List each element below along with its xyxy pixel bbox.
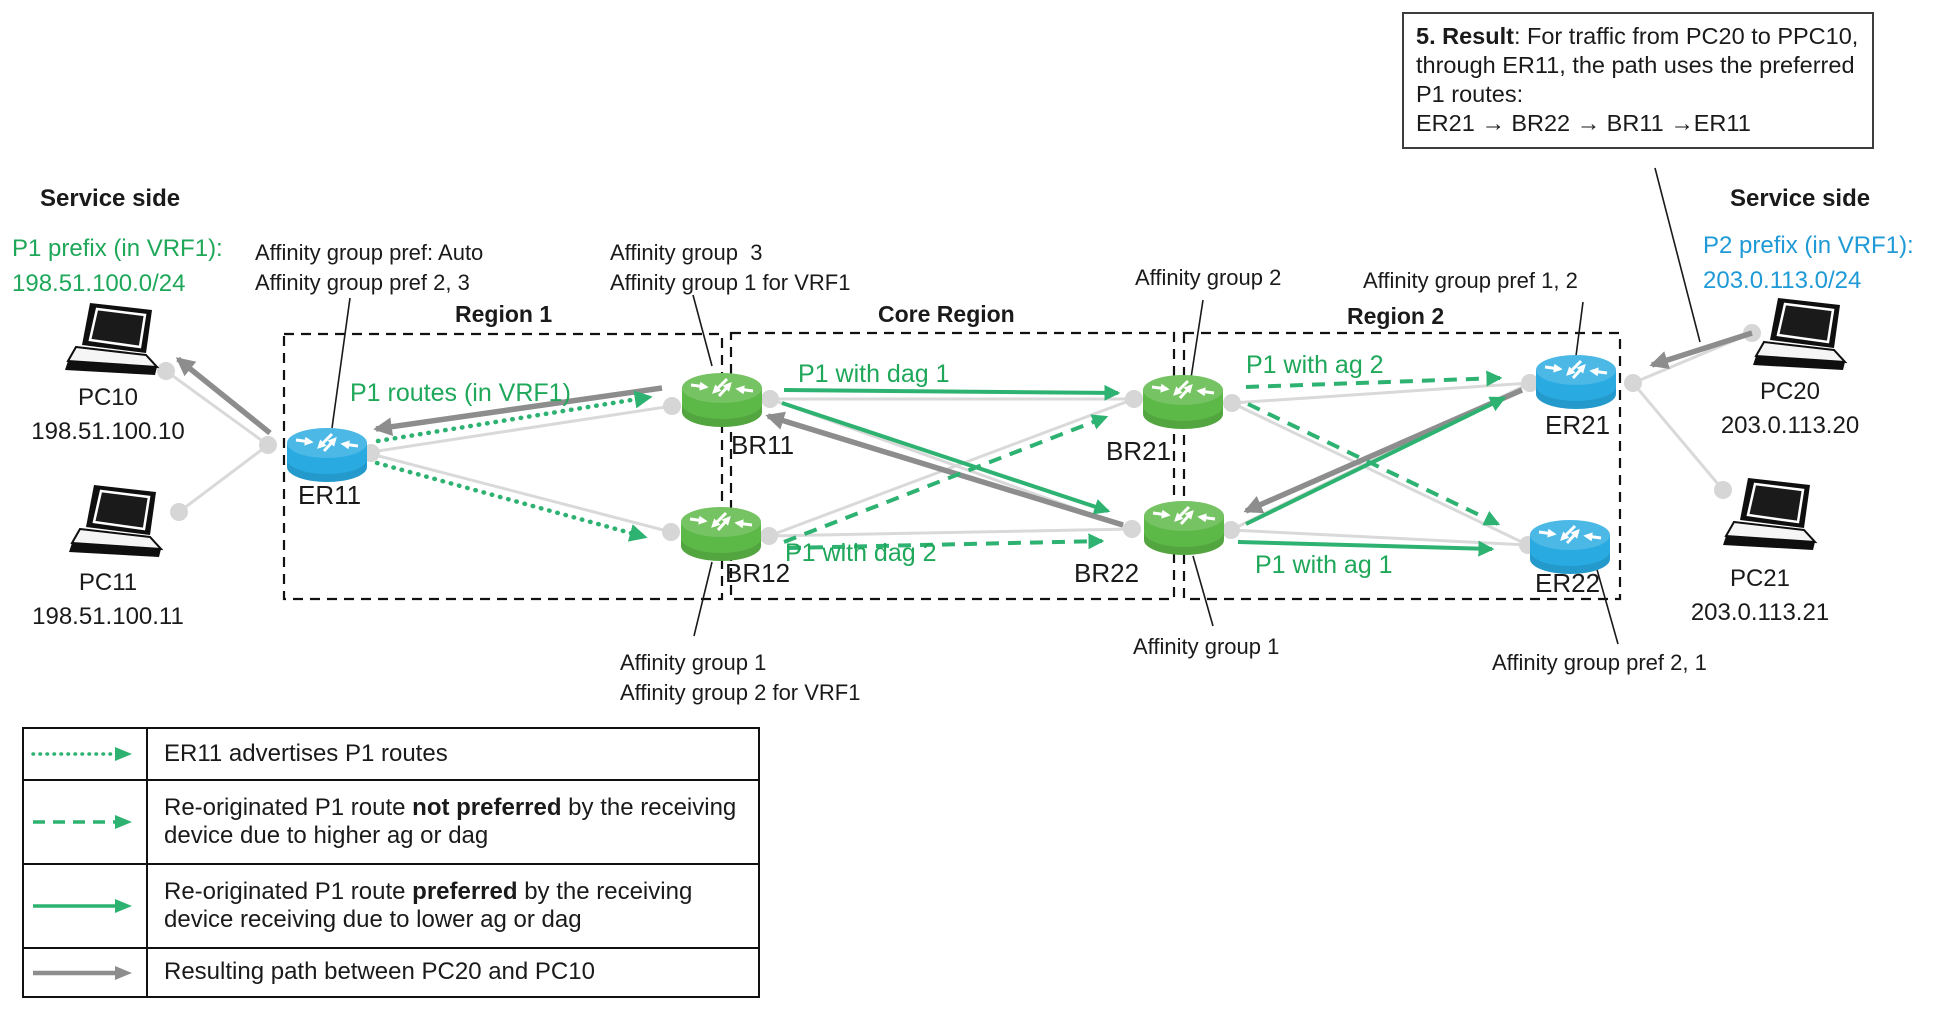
laptop-icon: [1721, 476, 1817, 552]
core-region-title: Core Region: [878, 301, 1015, 327]
arrow-br11-to-br21-solid: [783, 384, 1121, 401]
router-icon: [1144, 501, 1224, 555]
arrow-er11-to-br11-dotted: [375, 390, 653, 444]
arrow-br22-to-er22-solid: [1237, 540, 1495, 557]
laptop-pc21: [1721, 476, 1817, 552]
legend-row-preferred: Re-originated P1 route preferred by the …: [148, 863, 758, 947]
leader-lines: [331, 167, 1701, 645]
laptop-icon: [1751, 296, 1847, 372]
arrow-pc20-to-er21-gray: [1649, 330, 1753, 370]
arrow-br22-to-er21-solid: [1245, 396, 1507, 526]
service-side-left-title: Service side: [40, 185, 181, 212]
laptop-icon: [67, 483, 163, 559]
legend-row-resulting-path: Resulting path between PC20 and PC10: [148, 947, 758, 996]
router-icon: [1536, 355, 1616, 409]
legend-row-advertise: ER11 advertises P1 routes: [164, 739, 448, 767]
router-icon: [287, 428, 367, 482]
router-icon: [681, 507, 761, 561]
br11-label: BR11: [731, 430, 795, 460]
laptop-pc10: [63, 301, 159, 377]
arrow-br11-to-br22-solid: [781, 401, 1111, 515]
edge-label-p1-routes: P1 routes (in VRF1): [350, 379, 571, 407]
callout-text: : For traffic from PC20 to PPC10, throug…: [1416, 23, 1859, 108]
br21-affinity-annotation: Affinity group 2: [1135, 265, 1282, 290]
region-2-box: [1182, 331, 1622, 601]
er21-label: ER21: [1545, 410, 1611, 440]
result-callout: 5. Result: For traffic from PC20 to PPC1…: [1402, 12, 1874, 149]
region-1-box: [282, 332, 724, 601]
laptop-pc11: [67, 483, 163, 559]
arrow-br22-to-br11-gray: [765, 411, 1124, 528]
legend-row-not-preferred: Re-originated P1 route not preferred by …: [148, 779, 758, 863]
callout-step: 5. Result: [1416, 23, 1514, 49]
legend-arrow-solid-green: [24, 863, 148, 947]
arrow-er11-to-br12-dotted: [374, 460, 648, 542]
core-region-box: [729, 331, 1176, 601]
router-icon: [682, 373, 762, 427]
legend-arrow-dotted: [24, 729, 148, 779]
router-er11: [287, 428, 367, 482]
arrow-br12-to-br22-dashed: [787, 533, 1105, 550]
router-icon: [1143, 375, 1223, 429]
arrow-br11-to-er11-gray: [373, 385, 663, 436]
region-2-title: Region 2: [1347, 303, 1445, 329]
not-preferred-route-arrows: [783, 370, 1503, 550]
br21-label: BR21: [1106, 436, 1172, 466]
edge-label-dag2: P1 with dag 2: [785, 539, 937, 567]
router-br21: [1143, 375, 1223, 429]
edge-label-ag2: P1 with ag 2: [1246, 351, 1384, 379]
br22-affinity-annotation: Affinity group 1: [1133, 634, 1280, 659]
router-br12: [681, 507, 761, 561]
advertise-arrows: [374, 390, 653, 542]
router-br22: [1144, 501, 1224, 555]
router-icon: [1530, 520, 1610, 574]
p2-prefix-label: P2 prefix (in VRF1):203.0.113.0/24: [1703, 232, 1914, 294]
resulting-path-arrows: [175, 330, 1753, 528]
region-1-title: Region 1: [455, 301, 553, 327]
service-side-right-title: Service side: [1730, 185, 1871, 212]
laptop-pc20: [1751, 296, 1847, 372]
arrow-br12-to-br21-dashed: [783, 414, 1109, 544]
er11-label: ER11: [298, 480, 362, 510]
router-er21: [1536, 355, 1616, 409]
preferred-route-arrows: [781, 384, 1507, 557]
br12-label: BR12: [725, 558, 791, 588]
br22-label: BR22: [1074, 558, 1140, 588]
er22-label: ER22: [1535, 568, 1601, 598]
router-br11: [682, 373, 762, 427]
edge-label-ag1: P1 with ag 1: [1255, 551, 1393, 579]
legend-arrow-dashed: [24, 779, 148, 863]
laptop-icon: [63, 301, 159, 377]
arrow-br21-to-er22-dashed: [1247, 402, 1501, 526]
router-er22: [1530, 520, 1610, 574]
er21-affinity-annotation: Affinity group pref 1, 2: [1363, 268, 1578, 293]
p1-prefix-label: P1 prefix (in VRF1):198.51.100.0/24: [12, 235, 223, 297]
link-node-dots: [157, 324, 1761, 554]
edge-label-dag1: P1 with dag 1: [798, 360, 950, 388]
legend-arrow-gray: [24, 947, 148, 996]
legend-table: ER11 advertises P1 routes Re-originated …: [22, 727, 760, 998]
er22-affinity-annotation: Affinity group pref 2, 1: [1492, 650, 1707, 675]
arrow-er11-to-pc10-gray: [175, 356, 272, 436]
callout-path: ER21 → BR22 → BR11 →ER11: [1416, 110, 1751, 137]
